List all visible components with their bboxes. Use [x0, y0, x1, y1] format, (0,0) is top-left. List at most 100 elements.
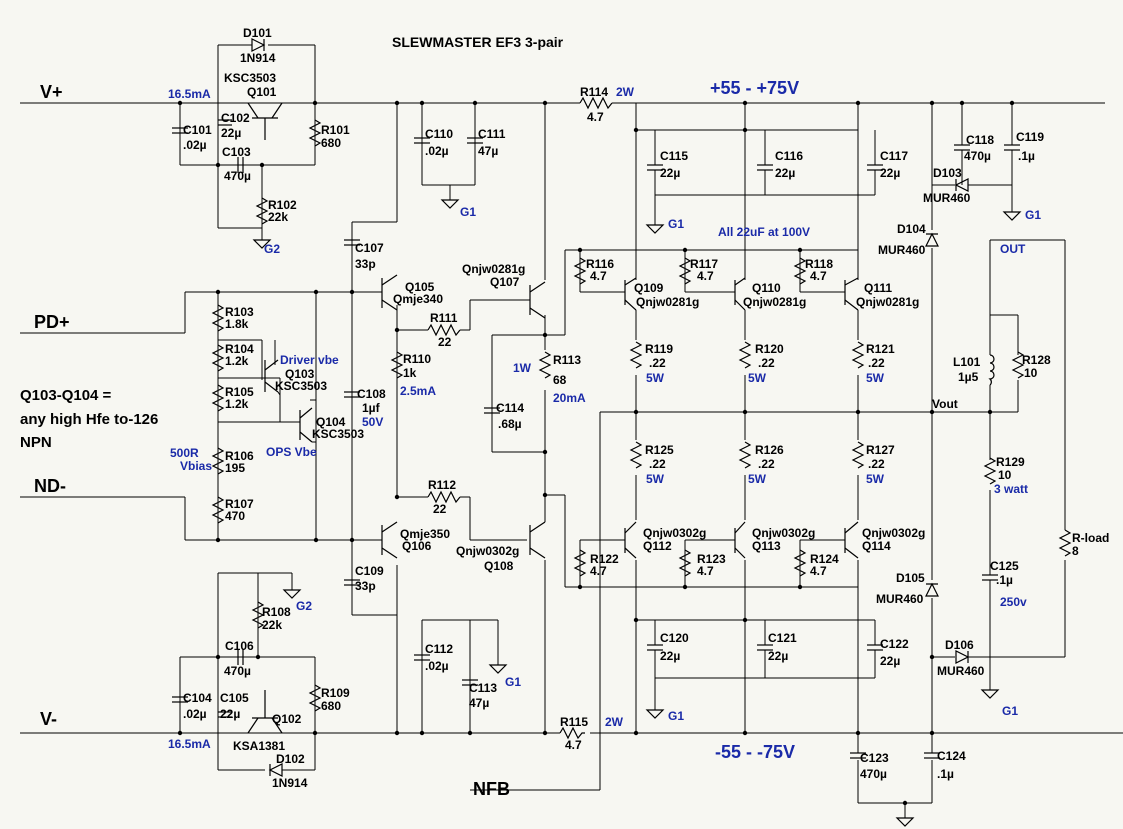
- note-c108-voltage: 50V: [362, 415, 383, 429]
- d105-value: MUR460: [876, 592, 924, 606]
- q104-value: KSC3503: [312, 427, 364, 441]
- c104-symbol: [172, 696, 188, 703]
- d103-ref: D103: [933, 166, 962, 180]
- r122-value: 4.7: [590, 564, 607, 578]
- q109-ref: Q109: [634, 281, 664, 295]
- r124-ref: R124: [810, 552, 839, 566]
- ground-label-g2: G2: [264, 242, 280, 256]
- c125-value: .1µ: [996, 573, 1013, 587]
- r123-ref: R123: [697, 552, 726, 566]
- q107-symbol: [527, 281, 546, 319]
- q101-ref: Q101: [247, 85, 277, 99]
- c107-ref: C107: [355, 241, 384, 255]
- l101-symbol: [988, 354, 995, 386]
- c108-symbol: [344, 391, 360, 398]
- d104-value: MUR460: [878, 243, 926, 257]
- d101-symbol: [251, 38, 266, 52]
- note-q103-1: Q103-Q104 =: [20, 387, 112, 404]
- ground-icon: [645, 224, 665, 234]
- c110-symbol: [414, 137, 430, 144]
- d106-value: MUR460: [937, 664, 985, 678]
- c119-symbol: [1004, 140, 1020, 160]
- q103-value: KSC3503: [275, 379, 327, 393]
- r127-symbol: [851, 441, 865, 469]
- r113-value: 68: [553, 373, 567, 387]
- ground-symbols: [252, 199, 1022, 827]
- r117-symbol: [678, 257, 692, 285]
- c116-value: 22µ: [775, 166, 795, 180]
- c117-ref: C117: [880, 149, 908, 163]
- c101-value: .02µ: [183, 138, 207, 152]
- ground-label-g2: G2: [296, 599, 312, 613]
- r115-ref: R115: [560, 715, 588, 729]
- r108-value: 22k: [262, 618, 282, 632]
- capacitor-symbols: [172, 103, 1020, 759]
- q109-symbol: [624, 277, 637, 311]
- q105-symbol: [352, 274, 398, 311]
- r117-value: 4.7: [697, 269, 714, 283]
- q102-value: KSA1381: [233, 739, 285, 753]
- c102-symbol: [218, 119, 232, 126]
- port-pdplus: PD+: [34, 312, 70, 332]
- c112-symbol: [414, 654, 430, 661]
- r110-symbol: [390, 351, 404, 379]
- q111-symbol: [844, 277, 859, 311]
- q113-symbol: [734, 521, 746, 559]
- r109-ref: R109: [321, 686, 350, 700]
- r104-ref: R104: [225, 342, 254, 356]
- r125-symbol: [629, 441, 643, 469]
- c114-value: .68µ: [498, 417, 522, 431]
- c125-ref: C125: [990, 559, 1019, 573]
- c112-ref: C112: [425, 642, 453, 656]
- d104-symbol: [925, 232, 939, 247]
- c117-value: 22µ: [880, 166, 900, 180]
- c115-value: 22µ: [660, 166, 680, 180]
- r128-ref: R128: [1022, 353, 1051, 367]
- q114-symbol: [844, 521, 859, 559]
- r118-ref: R118: [805, 257, 833, 271]
- r115-symbol: [559, 726, 585, 740]
- r106-value: 195: [225, 461, 245, 475]
- rail-negative-voltage: -55 - -75V: [715, 742, 795, 762]
- r120-value: .22: [758, 356, 775, 370]
- note-r126-power: 5W: [748, 472, 767, 486]
- q104-ref: Q104: [316, 415, 346, 429]
- r102-ref: R102: [268, 198, 297, 212]
- r126-symbol: [738, 441, 752, 469]
- r128-value: 10: [1024, 366, 1038, 380]
- note-r110-current: 2.5mA: [400, 384, 436, 398]
- r125-ref: R125: [645, 443, 674, 457]
- note-driver-vbe: Driver vbe: [280, 353, 339, 367]
- r109-value: 680: [321, 699, 341, 713]
- r111-value: 22: [438, 335, 452, 349]
- r107-value: 470: [225, 509, 245, 523]
- note-c125-voltage: 250v: [1000, 595, 1027, 609]
- q110-symbol: [734, 277, 746, 311]
- c108-value: 1µf: [362, 401, 381, 415]
- r116-symbol: [573, 257, 587, 285]
- note-r121-power: 5W: [866, 371, 885, 385]
- c118-ref: C118: [966, 133, 994, 147]
- q106-ref: Q106: [402, 539, 432, 553]
- q113-ref: Q113: [752, 539, 781, 553]
- note-r129-power: 3 watt: [994, 482, 1028, 496]
- rail-positive-voltage: +55 - +75V: [710, 78, 799, 98]
- r103-value: 1.8k: [225, 317, 249, 331]
- q110-ref: Q110: [752, 281, 781, 295]
- ground-icon: [488, 664, 508, 674]
- note-q103-2: any high Hfe to-126: [20, 411, 158, 428]
- c118-value: 470µ: [964, 149, 991, 163]
- d103-value: MUR460: [923, 191, 971, 205]
- q112-ref: Q112: [643, 539, 672, 553]
- c120-ref: C120: [660, 631, 689, 645]
- c109-value: 33p: [355, 579, 376, 593]
- labels: SLEWMASTER EF3 3-pair V+ V- PD+ ND- NFB …: [20, 26, 1109, 799]
- q109-value: Qnjw0281g: [636, 295, 699, 309]
- q103-symbol: [264, 359, 281, 396]
- r113-ref: R113: [553, 353, 581, 367]
- l101-ref: L101: [953, 355, 981, 369]
- r127-ref: R127: [866, 443, 895, 457]
- c107-value: 33p: [355, 257, 376, 271]
- q114-ref: Q114: [862, 539, 891, 553]
